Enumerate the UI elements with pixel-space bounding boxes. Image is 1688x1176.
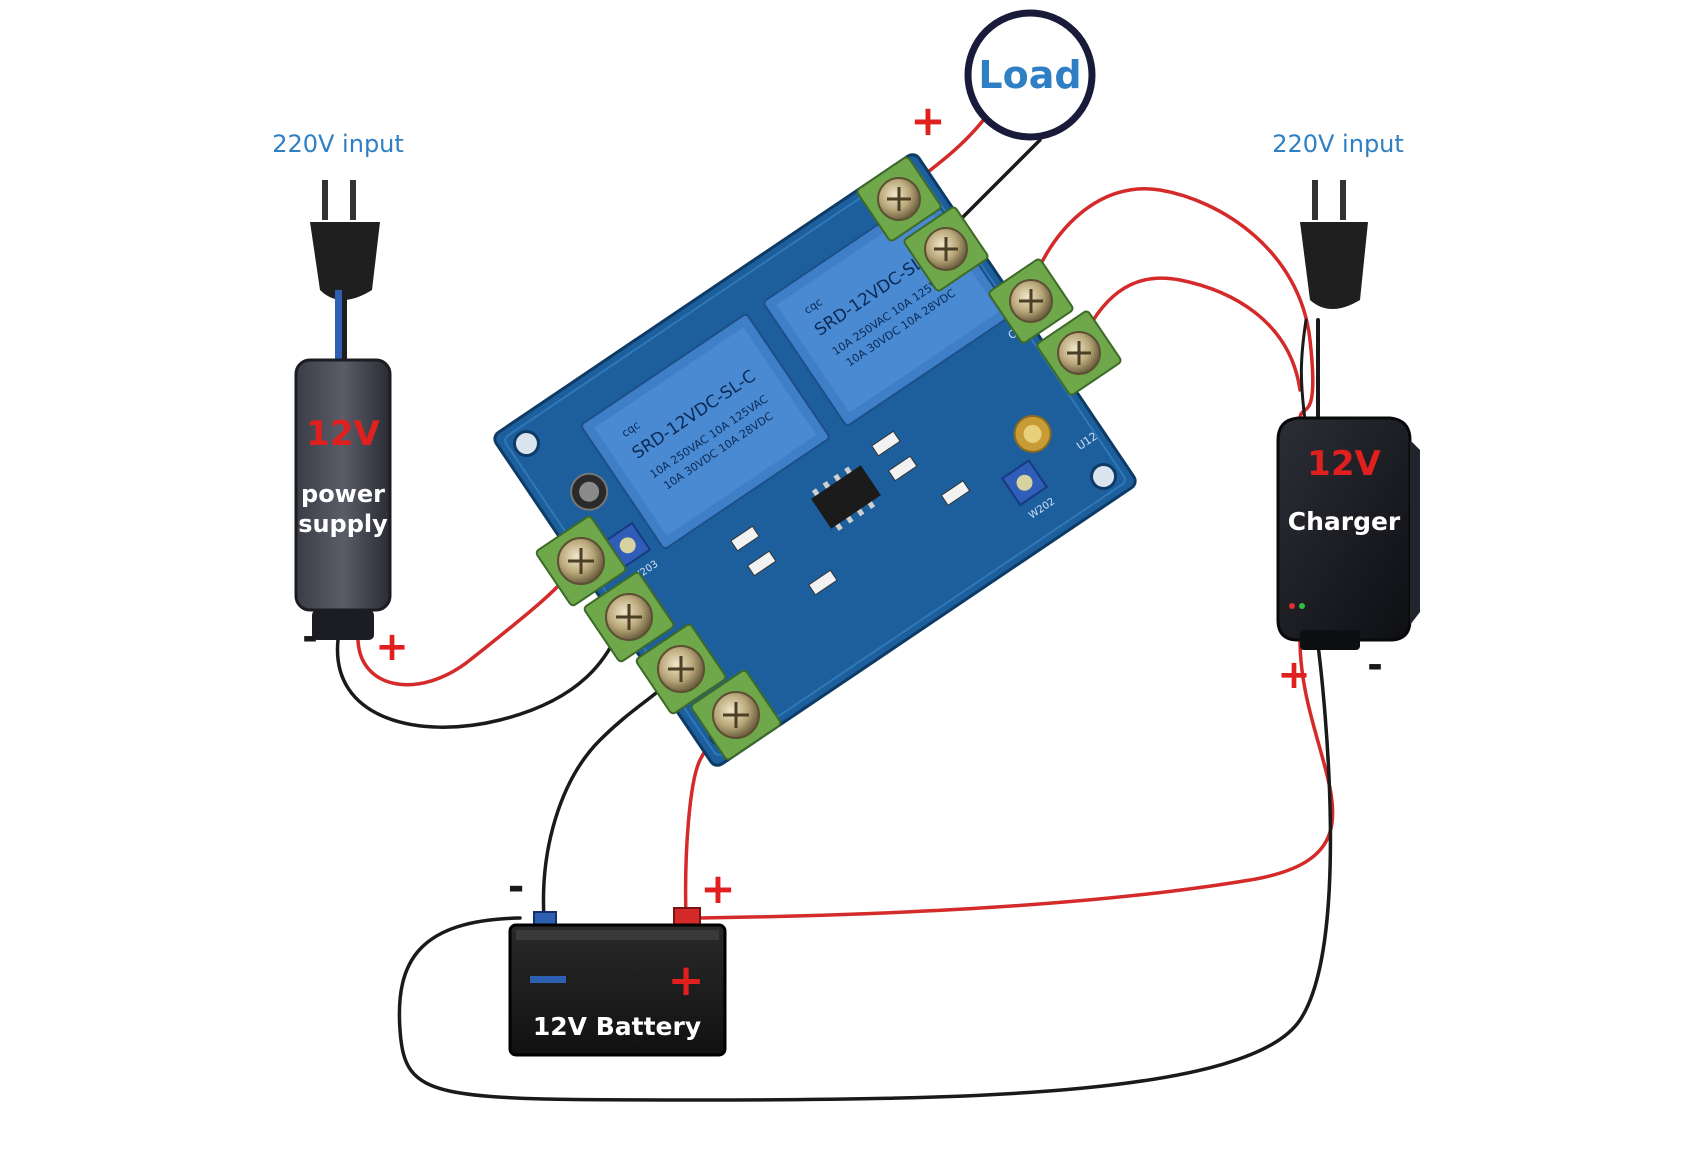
charger-plus-sign: + [1277,652,1311,698]
wire-battery-negative [541,663,682,920]
charger-name: Charger [1288,507,1401,536]
battery-plus-sign: + [700,864,735,913]
terminal-screw-psu-negative [583,571,675,663]
terminal-block-output [856,156,1122,396]
terminal-screw-load-positive [856,156,942,242]
terminal-block-input [535,515,782,761]
charger-led-red [1289,603,1295,609]
charger: 220V input 12V Charger + - [1272,130,1420,698]
capacitor-1 [570,472,609,511]
terminal-screw-battery-positive [690,669,782,761]
battery-name: 12V Battery [533,1012,701,1041]
wire-battery-charger-positive [698,638,1335,920]
smd-components [730,430,971,596]
terminal-screw-charge-1 [988,258,1074,344]
psu-voltage: 12V [306,414,380,454]
terminal-screw-battery-negative [635,623,727,715]
load-label: Load [978,53,1081,97]
load-circle [964,9,1096,141]
psu-minus-sign: - [302,615,318,659]
charger-voltage: 12V [1307,444,1381,484]
psu-line2: supply [298,510,388,538]
wires [335,116,1335,1102]
battery-body [508,923,727,1057]
battery: + 12V Battery - + [508,864,736,1057]
psu-plus-sign: + [375,624,409,670]
wire-charger-cord-2 [1299,318,1308,422]
terminal-screw-psu-positive [535,515,627,607]
load-plus-sign: + [910,96,945,145]
battery-minus-mark-icon [530,976,566,983]
ic-chip [811,465,881,531]
relay-1: SRD-12VDC-SL-C 10A 250VAC 10A 125VAC 10A… [581,313,830,550]
wire-charger-relay-2 [1078,276,1302,392]
psu-line1: power [301,480,385,508]
battery-minus-sign: - [508,864,525,910]
wire-charger-relay-1 [1028,187,1315,422]
wire-psu-negative [335,613,627,729]
charger-led-green [1299,603,1305,609]
input-label-right: 220V input [1272,130,1404,158]
capacitor-2 [1013,414,1052,453]
input-label-left: 220V input [272,130,404,158]
power-supply: 220V input 12V power supply - + [272,130,409,670]
wire-battery-charger-negative [397,643,1333,1102]
wire-psu-positive [356,558,582,687]
battery-plus-mark: + [668,955,705,1006]
plug-left-icon [310,180,380,360]
load: Load [964,9,1096,141]
terminal-screw-charge-2 [1036,310,1122,396]
plug-right-icon [1300,180,1368,309]
charger-minus-sign: - [1367,643,1383,687]
terminal-screw-load-negative [903,206,989,292]
